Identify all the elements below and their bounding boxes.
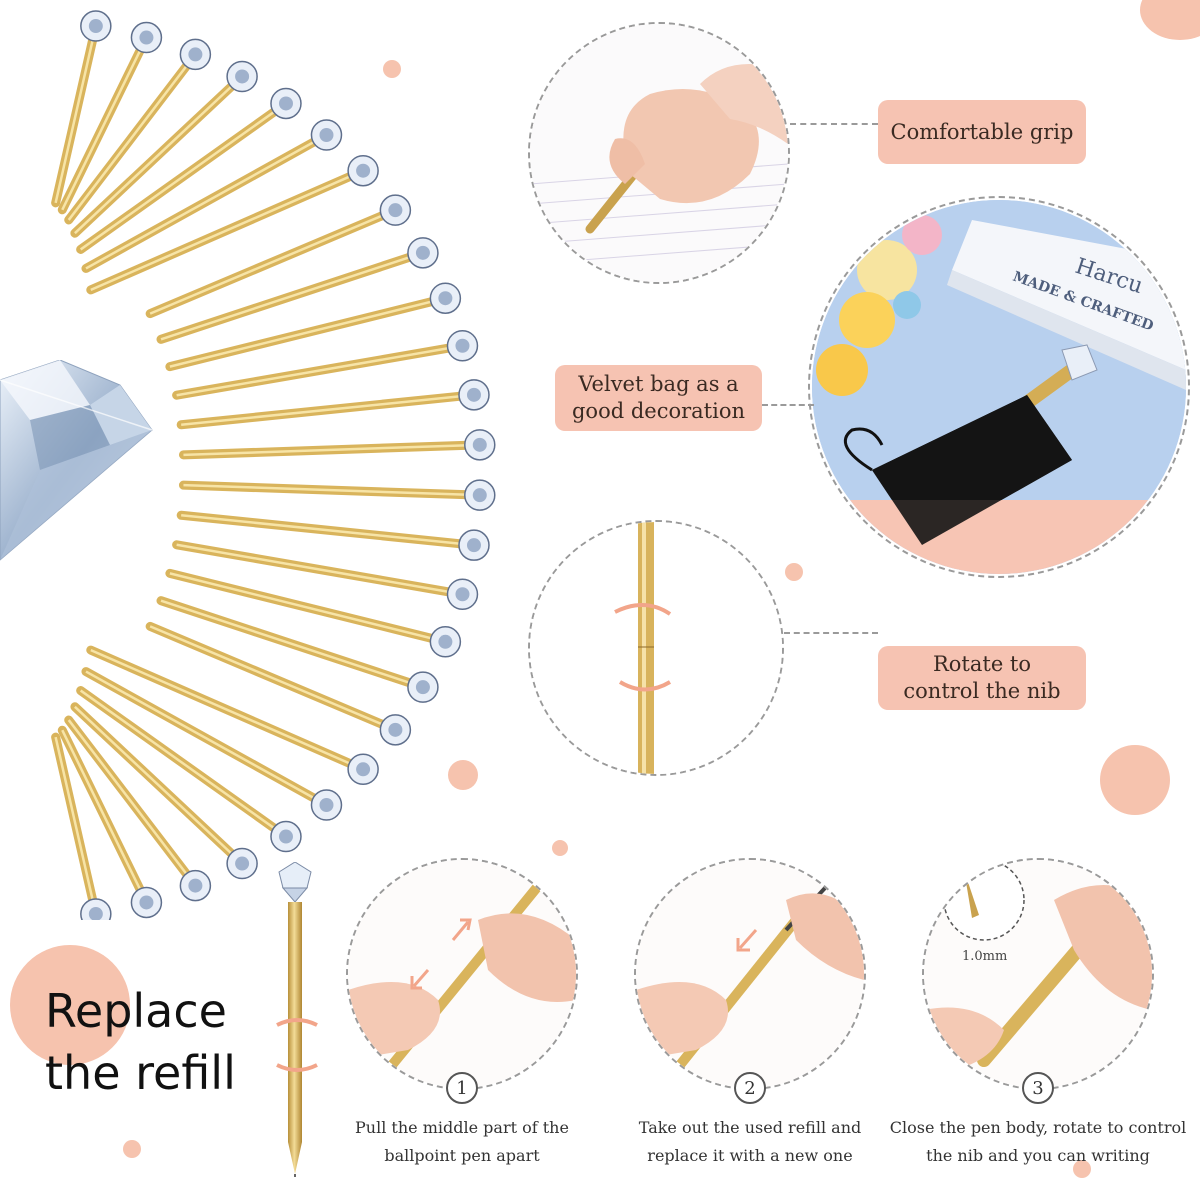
fan-pen <box>70 702 258 880</box>
single-pen <box>278 862 312 1177</box>
decor-dot <box>10 945 130 1065</box>
fan-pen <box>176 510 490 561</box>
fan-pen <box>178 429 496 461</box>
decor-dot <box>1140 0 1200 40</box>
step-2-photo <box>636 860 864 1088</box>
callout-rotate-line-1: Rotate to <box>932 652 1032 676</box>
fan-pen <box>86 154 379 295</box>
rotate-arrow-icon <box>276 1018 318 1072</box>
step-2-number: 2 <box>734 1072 766 1104</box>
decor-dot <box>123 1140 141 1158</box>
step-3-line-2: the nib and you can writing <box>926 1146 1150 1165</box>
decor-dot <box>552 840 568 856</box>
callout-velvet-line-1: Velvet bag as a <box>578 372 739 396</box>
fan-pen <box>176 379 490 430</box>
fan-pen <box>64 38 212 225</box>
fan-pen <box>51 732 112 920</box>
photo-velvet-ring <box>808 196 1190 578</box>
photo-writing-ring <box>528 22 790 284</box>
step-2-description: Take out the used refill and replace it … <box>600 1114 900 1170</box>
step-2-line-1: Take out the used refill and <box>638 1118 862 1137</box>
step-1-line-2: ballpoint pen apart <box>384 1146 540 1165</box>
callout-velvet-bag: Velvet bag as a good decoration <box>555 365 762 431</box>
fan-pen <box>57 21 163 215</box>
callout-connector <box>762 404 814 406</box>
fan-pen <box>145 194 412 319</box>
photo-rotate-ring <box>528 520 784 776</box>
step-3-photo: 1.0mm <box>924 860 1152 1088</box>
fan-pen <box>76 686 302 853</box>
fan-pen <box>64 715 212 902</box>
fan-pen <box>51 10 112 208</box>
step-3-number: 3 <box>1022 1072 1054 1104</box>
callout-connector <box>784 632 878 634</box>
fan-pen <box>178 479 496 511</box>
callout-rotate: Rotate to control the nib <box>878 646 1086 710</box>
pull-arrow-icon <box>410 918 472 990</box>
step-2-illustration <box>636 860 864 1075</box>
fan-pen <box>81 667 343 821</box>
callout-velvet-line-2: good decoration <box>571 399 745 423</box>
step-3-description: Close the pen body, rotate to control th… <box>888 1114 1188 1170</box>
callout-grip-text: Comfortable grip <box>890 119 1074 144</box>
fan-pen <box>165 568 462 658</box>
decor-dot <box>448 760 478 790</box>
photo-velvet: Harcu MADE & CRAFTED <box>812 200 1186 574</box>
fan-pen <box>172 540 479 611</box>
diamond-icon <box>0 360 153 561</box>
fan-pen <box>57 725 163 919</box>
photo-rotate <box>530 522 782 774</box>
fan-pen <box>76 87 302 254</box>
step-1-photo <box>348 860 576 1088</box>
step-3-illustration: 1.0mm <box>924 860 1152 1070</box>
writing-illustration <box>530 24 788 282</box>
step-1-illustration <box>348 875 576 1075</box>
title-line-2: the refill <box>45 1046 236 1100</box>
step-1-description: Pull the middle part of the ballpoint pe… <box>312 1114 612 1170</box>
fan-pen <box>156 596 439 703</box>
fan-pen <box>145 621 412 746</box>
callout-rotate-line-2: control the nib <box>903 679 1061 703</box>
step-1-line-1: Pull the middle part of the <box>355 1118 569 1137</box>
step-2-line-2: replace it with a new one <box>647 1146 853 1165</box>
decor-dot <box>785 563 803 581</box>
photo-writing <box>530 24 788 282</box>
velvet-illustration: Harcu MADE & CRAFTED <box>812 200 1186 574</box>
fan-pen <box>86 645 379 786</box>
rotate-illustration <box>530 522 782 774</box>
pen-fan <box>51 10 496 920</box>
decor-dot <box>1073 1160 1091 1178</box>
nib-size-label: 1.0mm <box>962 949 1007 964</box>
fan-pen <box>165 282 462 372</box>
decor-dot <box>1100 745 1170 815</box>
step-1-number: 1 <box>446 1072 478 1104</box>
title-line-1: Replace <box>45 984 227 1038</box>
callout-comfortable-grip: Comfortable grip <box>878 100 1086 164</box>
fan-pen <box>81 119 343 273</box>
decor-dot <box>383 60 401 78</box>
step-3-line-1: Close the pen body, rotate to control <box>889 1118 1187 1137</box>
fan-pen <box>172 329 479 400</box>
fan-pen <box>156 237 439 344</box>
page-title: Replace the refill <box>45 980 285 1104</box>
callout-connector <box>790 123 878 125</box>
fan-pen <box>70 60 258 238</box>
